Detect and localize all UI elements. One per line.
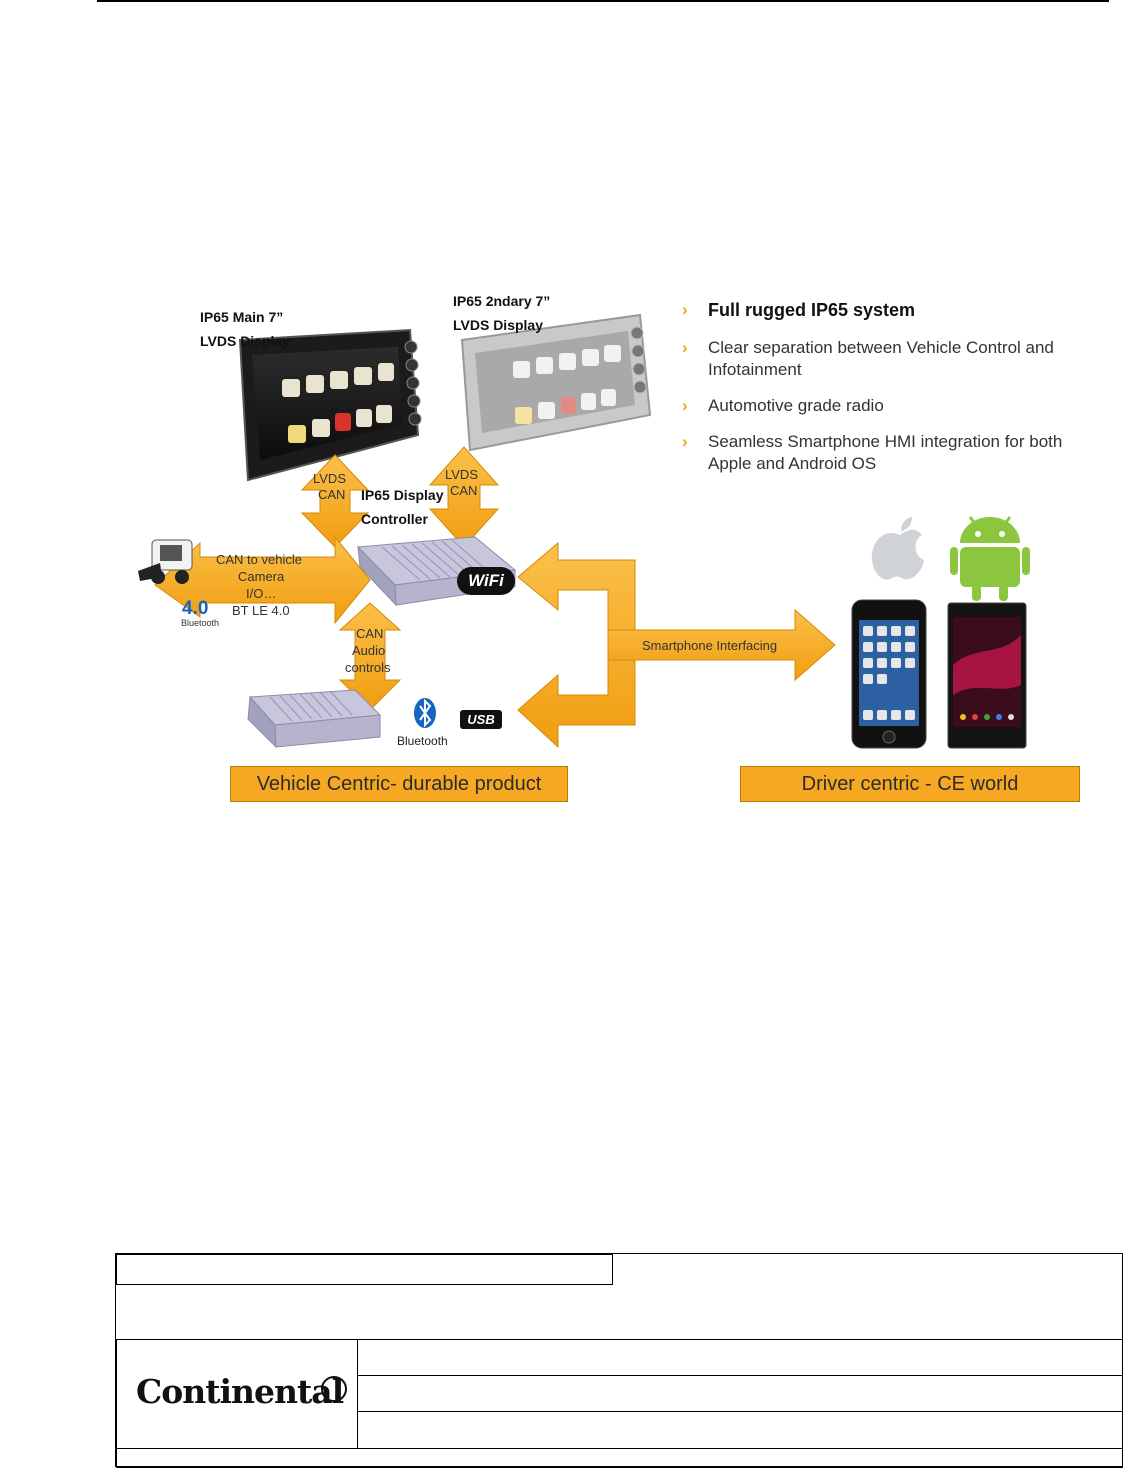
skid-steer-loader-image	[138, 539, 193, 584]
usb-badge: USB	[460, 710, 502, 729]
footer-cell-top-left	[116, 1254, 613, 1285]
vehicle-centric-box: Vehicle Centric- durable product	[230, 766, 568, 802]
iphone-image	[851, 599, 927, 749]
bluetooth-4-caption: Bluetooth	[181, 618, 220, 628]
main-display-label-line2: LVDS Display	[200, 333, 290, 349]
footer-cell-row2	[357, 1375, 1123, 1412]
footer-cell-row1	[357, 1339, 1123, 1376]
continental-logo: Continental	[136, 1372, 344, 1411]
footer-cell-bottom	[116, 1448, 1123, 1468]
header-rule	[97, 0, 1109, 2]
apple-icon	[871, 517, 924, 580]
chevron-right-icon: ›	[682, 432, 688, 451]
lvds-can-right-line2: CAN	[450, 483, 478, 498]
can-audio-line3: controls	[345, 660, 391, 675]
lvds-can-left-line1: LVDS	[313, 471, 346, 486]
smartphone-loop-arrow	[517, 541, 836, 749]
bullet-text: Full rugged IP65 system	[708, 300, 916, 320]
vehicle-io-line4: BT LE 4.0	[232, 603, 290, 618]
bullet-item: › Automotive grade radio	[682, 395, 1082, 417]
chevron-right-icon: ›	[682, 396, 688, 415]
figure-graphics	[138, 313, 1030, 749]
horse-emblem-icon	[321, 1376, 347, 1402]
bullet-item: › Full rugged IP65 system	[682, 299, 1082, 321]
main-display	[238, 328, 422, 482]
vehicle-io-line1: CAN to vehicle	[216, 552, 302, 567]
vehicle-io-line2: Camera	[238, 569, 285, 584]
bullet-item: › Clear separation between Vehicle Contr…	[682, 337, 1082, 381]
document-footer-table: Continental	[115, 1253, 1123, 1468]
can-audio-line2: Audio	[352, 643, 386, 658]
driver-centric-box: Driver centric - CE world	[740, 766, 1080, 802]
bullet-text: Clear separation between Vehicle Control…	[708, 338, 1054, 379]
system-architecture-figure: IP65 Main 7” LVDS Display IP65 2ndary 7”…	[130, 285, 1090, 815]
bullet-text: Automotive grade radio	[708, 396, 884, 415]
chevron-right-icon: ›	[682, 338, 688, 357]
main-display-label-line1: IP65 Main 7”	[200, 309, 284, 325]
bluetooth-icon	[414, 698, 436, 728]
vehicle-io-arrow	[154, 535, 371, 625]
wifi-badge: WiFi	[457, 567, 515, 595]
controller-label-line1: IP65 Display	[361, 487, 444, 503]
can-audio-line1: CAN	[356, 626, 384, 641]
lvds-can-left-line2: CAN	[318, 487, 346, 502]
second-display-label-line1: IP65 2ndary 7”	[453, 293, 551, 309]
footer-cell-row3	[357, 1411, 1123, 1449]
vehicle-io-line3: I/O…	[246, 586, 277, 601]
feature-bullet-list: › Full rugged IP65 system › Clear separa…	[682, 299, 1082, 489]
bluetooth-4-badge: 4.0	[182, 598, 209, 619]
android-phone-image	[947, 602, 1027, 749]
secondary-display	[460, 313, 652, 452]
controller-label-line2: Controller	[361, 511, 428, 527]
lvds-can-right-line1: LVDS	[445, 467, 478, 482]
chevron-right-icon: ›	[682, 300, 688, 319]
automotive-radio-unit	[247, 689, 382, 749]
bullet-item: › Seamless Smartphone HMI integration fo…	[682, 431, 1082, 475]
smartphone-interfacing-label: Smartphone Interfacing	[642, 638, 778, 653]
second-display-label-line2: LVDS Display	[453, 317, 543, 333]
bluetooth-caption: Bluetooth	[397, 734, 448, 748]
android-icon	[950, 516, 1030, 601]
display-controller-unit	[356, 536, 517, 607]
bullet-text: Seamless Smartphone HMI integration for …	[708, 432, 1063, 473]
